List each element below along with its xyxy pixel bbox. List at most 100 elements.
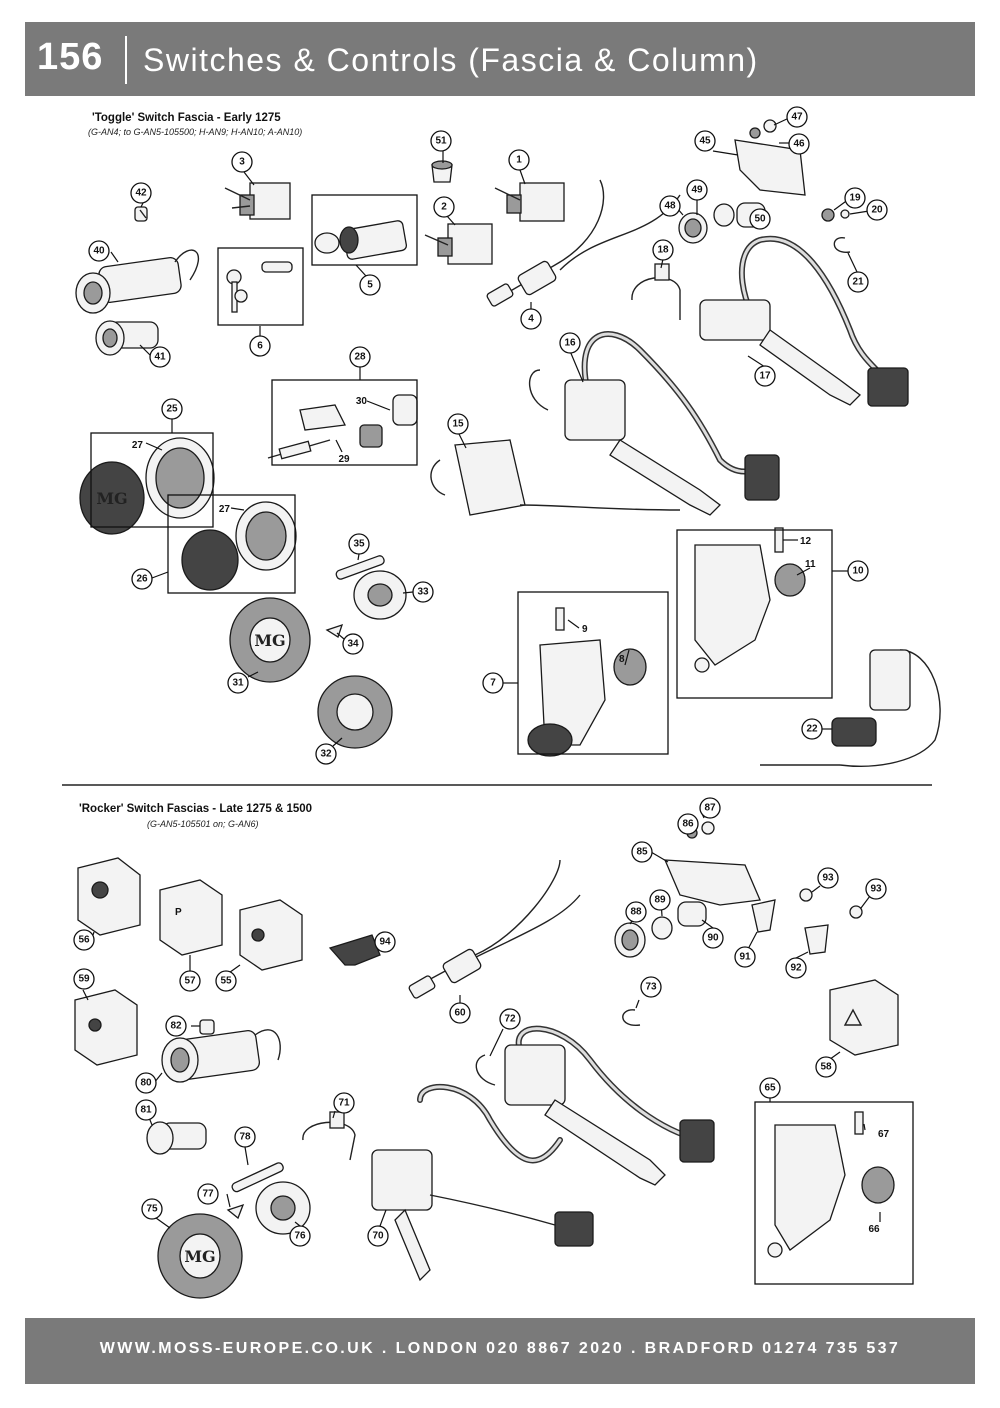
callout-76: 76 — [289, 1225, 311, 1247]
svg-text:87: 87 — [704, 803, 716, 814]
svg-text:82: 82 — [170, 1021, 182, 1032]
part-10-drawing — [694, 527, 806, 673]
svg-text:40: 40 — [93, 246, 105, 257]
callout-17: 17 — [754, 365, 776, 387]
callout-71: 71 — [333, 1092, 355, 1114]
callout-88: 88 — [625, 901, 647, 923]
part-18-drawing — [631, 263, 681, 320]
label-12: 12 — [800, 536, 812, 547]
svg-text:72: 72 — [504, 1014, 516, 1025]
toggle-section-title: 'Toggle' Switch Fascia - Early 1275 — [92, 112, 281, 124]
svg-text:20: 20 — [871, 205, 883, 216]
part-6-drawing — [226, 261, 293, 313]
part-26-box — [167, 494, 296, 594]
svg-text:4: 4 — [528, 314, 534, 325]
part-93-drawing — [799, 888, 863, 919]
part-82-drawing — [199, 1019, 215, 1035]
svg-text:21: 21 — [852, 277, 864, 288]
part-5-box — [311, 194, 418, 266]
callout-86: 86 — [677, 813, 699, 835]
label-27-b: 27 — [219, 504, 231, 515]
part-80-drawing — [161, 1029, 281, 1083]
svg-text:16: 16 — [564, 338, 576, 349]
svg-text:31: 31 — [232, 678, 244, 689]
rocker-section-title: 'Rocker' Switch Fascias - Late 1275 & 15… — [79, 803, 313, 815]
callout-3: 3 — [231, 151, 253, 173]
svg-text:34: 34 — [347, 639, 359, 650]
label-30: 30 — [356, 396, 368, 407]
callout-20: 20 — [866, 199, 888, 221]
callout-48: 48 — [659, 195, 681, 217]
part-78-drawing — [231, 1162, 284, 1193]
callout-90: 90 — [702, 927, 724, 949]
callout-55: 55 — [215, 970, 237, 992]
part-20-drawing — [840, 209, 850, 219]
part-5-drawing — [314, 220, 408, 260]
callout-60: 60 — [449, 1002, 471, 1024]
svg-text:47: 47 — [791, 112, 803, 123]
svg-text:89: 89 — [654, 895, 666, 906]
label-9: 9 — [582, 624, 588, 635]
part-45-drawing — [734, 119, 806, 196]
callout-82: 82 — [165, 1015, 187, 1037]
svg-text:80: 80 — [140, 1078, 152, 1089]
part-28-box — [271, 379, 418, 466]
rocker-section-subtitle: (G-AN5-105501 on; G-AN6) — [147, 819, 259, 829]
part-92-drawing — [804, 924, 829, 955]
page-title: Switches & Controls (Fascia & Column) — [143, 42, 759, 78]
svg-text:56: 56 — [78, 935, 90, 946]
callout-28: 28 — [349, 346, 371, 368]
callout-59: 59 — [73, 968, 95, 990]
callout-45: 45 — [694, 130, 716, 152]
callout-2: 2 — [433, 196, 455, 218]
part-56-drawing — [77, 857, 141, 936]
part-70-drawing — [371, 1025, 715, 1282]
part-73-drawing — [622, 1009, 641, 1026]
svg-text:48: 48 — [664, 201, 676, 212]
part-41-drawing — [95, 320, 159, 356]
part-55-drawing — [239, 899, 303, 971]
callout-75: 75 — [141, 1198, 163, 1220]
callout-32: 32 — [315, 743, 337, 765]
part-49-drawing — [713, 203, 735, 227]
svg-text:45: 45 — [699, 136, 711, 147]
part-2-drawing — [424, 223, 493, 265]
part-3-drawing — [224, 182, 291, 220]
part-15-drawing — [430, 439, 681, 516]
callout-4: 4 — [520, 308, 542, 330]
callout-16: 16 — [559, 332, 581, 354]
callout-80: 80 — [135, 1072, 157, 1094]
label-29: 29 — [338, 454, 350, 465]
callout-89: 89 — [649, 889, 671, 911]
svg-text:57: 57 — [184, 976, 196, 987]
callout-94: 94 — [374, 931, 396, 953]
callout-81: 81 — [135, 1099, 157, 1121]
svg-text:71: 71 — [338, 1098, 350, 1109]
part-6-box — [217, 247, 304, 326]
svg-text:42: 42 — [135, 188, 147, 199]
callout-41: 41 — [149, 346, 171, 368]
callout-57: 57 — [179, 970, 201, 992]
page-number: 156 — [37, 36, 104, 78]
callout-70: 70 — [367, 1225, 389, 1247]
svg-text:6: 6 — [257, 341, 263, 352]
callout-72: 72 — [499, 1008, 521, 1030]
label-67: 67 — [878, 1129, 890, 1140]
callout-15: 15 — [447, 413, 469, 435]
svg-text:7: 7 — [490, 678, 496, 689]
part-25-drawing: MG — [79, 437, 215, 535]
callout-42: 42 — [130, 182, 152, 204]
part-22-drawing — [760, 649, 941, 767]
svg-text:94: 94 — [379, 937, 391, 948]
svg-text:58: 58 — [820, 1062, 832, 1073]
callout-26: 26 — [131, 568, 153, 590]
callout-93-a: 93 — [817, 867, 839, 889]
callout-93-b: 93 — [865, 878, 887, 900]
callout-85: 85 — [631, 841, 653, 863]
label-8: 8 — [619, 654, 625, 665]
svg-text:17: 17 — [759, 371, 771, 382]
callout-46: 46 — [788, 133, 810, 155]
toggle-section-subtitle: (G-AN4; to G-AN5-105500; H-AN9; H-AN10; … — [88, 127, 303, 137]
svg-text:51: 51 — [435, 136, 447, 147]
